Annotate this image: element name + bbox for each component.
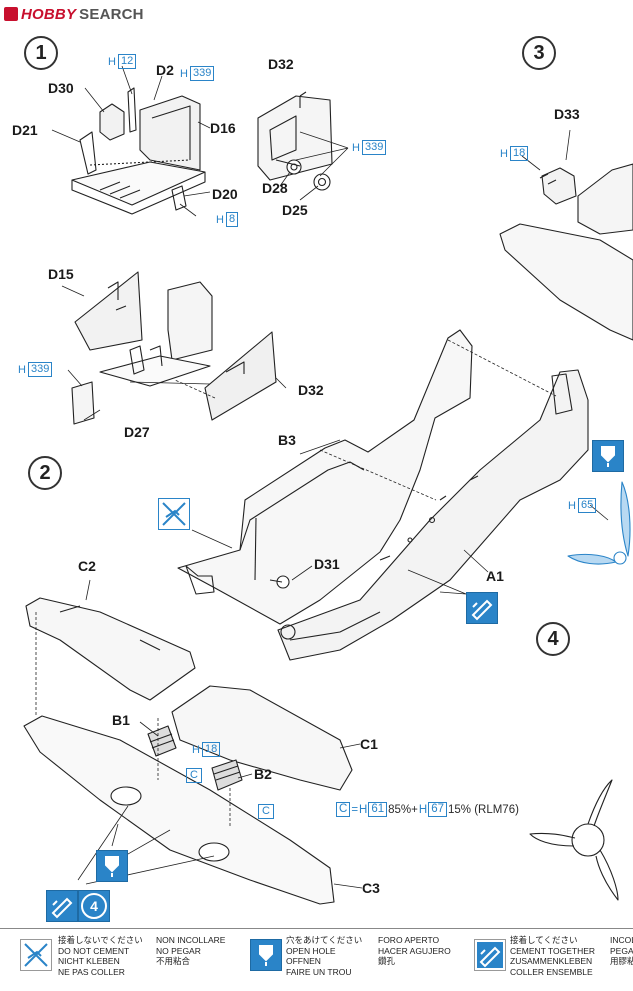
step3-parts (499, 163, 633, 341)
logo-word-hobby: HOBBY (21, 5, 77, 23)
logo-word-search: SEARCH (79, 5, 144, 23)
cement-symbol-wing-icon (46, 890, 78, 922)
goto-step-4-icon: 4 (78, 890, 110, 922)
legend-no-cement-icon (20, 939, 52, 971)
part-label-d25: D25 (282, 202, 308, 218)
wing-c2 (25, 597, 196, 701)
step-2-badge: 2 (28, 456, 62, 490)
part-label-d21: D21 (12, 122, 38, 138)
part-label-d33: D33 (554, 106, 580, 122)
color-ref-c-b1: C (186, 768, 202, 783)
fuselage-a1 (277, 369, 589, 661)
legend-cement-text-b: INCOL PEGA 用膠粘 (610, 935, 633, 966)
part-label-b2: B2 (254, 766, 272, 782)
part-label-c1: C1 (360, 736, 378, 752)
color-ref-c-b2: C (258, 804, 274, 819)
step-1-badge: 1 (24, 36, 58, 70)
part-label-d27: D27 (124, 424, 150, 440)
open-hole-symbol-wing-icon (96, 850, 128, 882)
part-label-c2: C2 (78, 558, 96, 574)
part-label-d32-top: D32 (268, 56, 294, 72)
wing-lower (23, 685, 353, 905)
step-3-badge: 3 (522, 36, 556, 70)
part-label-d32-lower: D32 (298, 382, 324, 398)
logo-mark-icon (4, 7, 18, 21)
legend-cement-text-a: 接着してください CEMENT TOGETHER ZUSAMMENKLEBEN … (510, 935, 596, 977)
open-hole-symbol-icon (592, 440, 624, 472)
cockpit-assembled (71, 271, 277, 425)
part-label-d15: D15 (48, 266, 74, 282)
part-label-c3: C3 (362, 880, 380, 896)
legend-open-hole-text-b: FORO APERTO HACER AGUJERO 鑽孔 (378, 935, 451, 966)
blue-propeller (567, 481, 631, 565)
symbol-legend: 接着しないでください DO NOT CEMENT NICHT KLEBEN NE… (0, 928, 633, 991)
legend-no-cement-text-b: NON INCOLLARE NO PEGAR 不用粘合 (156, 935, 226, 966)
step-4-badge: 4 (536, 622, 570, 656)
part-label-d28: D28 (262, 180, 288, 196)
legend-no-cement-text-a: 接着しないでください DO NOT CEMENT NICHT KLEBEN NE… (58, 935, 143, 977)
part-label-a1: A1 (486, 568, 504, 584)
part-label-d30: D30 (48, 80, 74, 96)
part-label-d2: D2 (156, 62, 174, 78)
site-logo[interactable]: HOBBY SEARCH (4, 3, 144, 25)
part-label-d16: D16 (210, 120, 236, 136)
part-label-b3: B3 (278, 432, 296, 448)
no-cement-symbol-icon (158, 498, 190, 530)
legend-cement-icon (474, 939, 506, 971)
cockpit-tub-top (71, 87, 206, 215)
goto-step-4-number: 4 (81, 893, 107, 919)
part-label-b1: B1 (112, 712, 130, 728)
legend-open-hole-icon (250, 939, 282, 971)
part-label-d20: D20 (212, 186, 238, 202)
cement-symbol-icon (466, 592, 498, 624)
part-label-d31: D31 (314, 556, 340, 572)
propeller (529, 779, 619, 901)
legend-open-hole-text-a: 穴をあけてください OPEN HOLE OFFNEN FAIRE UN TROU (286, 935, 363, 977)
